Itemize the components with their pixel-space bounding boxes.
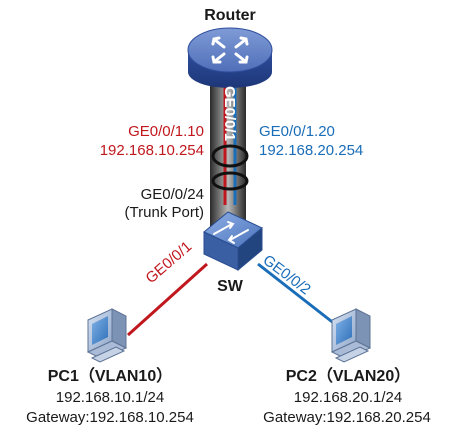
trunk-mode: (Trunk Port) [124,204,204,221]
link-sw-pc2 [257,262,341,330]
link-sw-pc1 [126,262,209,337]
sw-port-pc1-label: GE0/0/1 [142,238,195,287]
subif10-ip: 192.168.10.254 [99,142,204,159]
pc1-icon [86,308,128,363]
pc2-icon [330,308,372,363]
router-icon [187,27,273,88]
trunk-port: GE0/0/24 [140,186,204,203]
switch-name: SW [217,278,243,295]
subif10-name: GE0/0/1.10 [128,123,204,140]
pc2-title: PC2（VLAN20） [285,368,411,385]
sw-port-pc2-label: GE0/0/2 [260,252,314,299]
link-label: GE0/0/1 [221,86,238,141]
subif20-ip: 192.168.20.254 [259,142,364,159]
pc2-ip: 192.168.20.1/24 [293,389,403,406]
pc1-ip: 192.168.10.1/24 [55,389,165,406]
pc1-gateway: Gateway:192.168.10.254 [26,409,194,426]
pc2-gateway: Gateway:192.168.20.254 [263,409,431,426]
subif20-name: GE0/0/1.20 [259,123,335,140]
trunk-cable [210,78,249,230]
router-name: Router [204,7,256,24]
pc1-title: PC1（VLAN10） [47,368,173,385]
switch-icon [203,211,263,272]
